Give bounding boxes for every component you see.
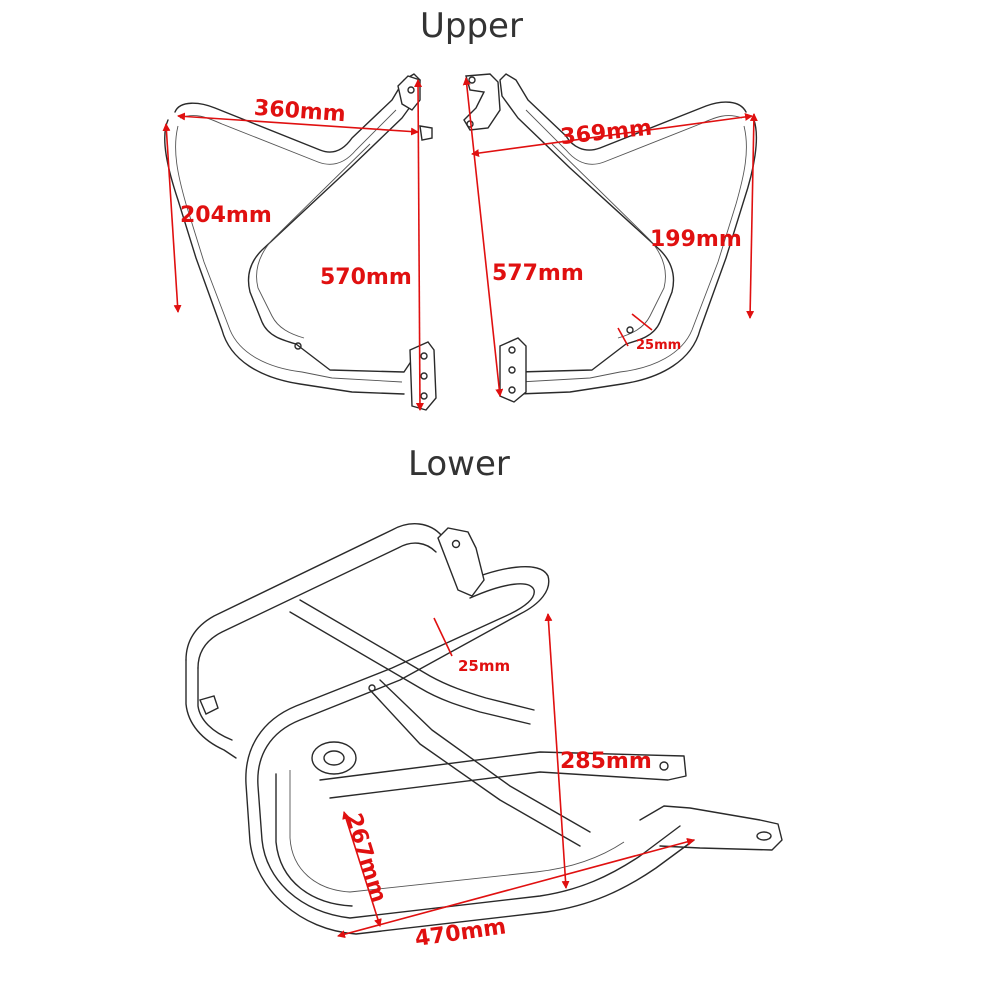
lower-rear-bracket — [437, 527, 485, 597]
lower-eyelet — [311, 741, 357, 775]
label-lower-width: 470mm — [413, 914, 507, 952]
dimension-labels: 360mm 204mm 570mm 577mm 369mm 199mm 25mm… — [180, 96, 742, 952]
upper-left-bottom-plate — [409, 341, 437, 411]
label-upper-right-height: 577mm — [492, 261, 584, 286]
dim-line-199 — [746, 113, 758, 319]
dim-line-25-lower — [433, 617, 453, 657]
dim-line-470 — [337, 837, 695, 939]
label-upper-left-height: 570mm — [320, 265, 412, 290]
dimension-lines — [162, 77, 758, 939]
dim-line-369 — [471, 112, 753, 158]
label-upper-right-width: 369mm — [559, 116, 653, 150]
lower-section-title: Lower — [408, 444, 510, 484]
lower-crash-bar — [185, 523, 783, 935]
dim-line-25-upper — [631, 313, 653, 331]
label-upper-tube: 25mm — [636, 338, 681, 353]
label-lower-tube: 25mm — [458, 657, 510, 675]
dim-line-360 — [177, 112, 419, 136]
dim-line-577 — [462, 77, 504, 397]
label-upper-left-side: 204mm — [180, 203, 272, 228]
dim-line-204 — [162, 123, 182, 313]
label-lower-depth: 267mm — [340, 810, 391, 905]
label-lower-height: 285mm — [560, 749, 652, 774]
dim-line-570 — [414, 79, 424, 411]
upper-section-title: Upper — [420, 6, 523, 46]
label-upper-right-side: 199mm — [650, 227, 742, 252]
